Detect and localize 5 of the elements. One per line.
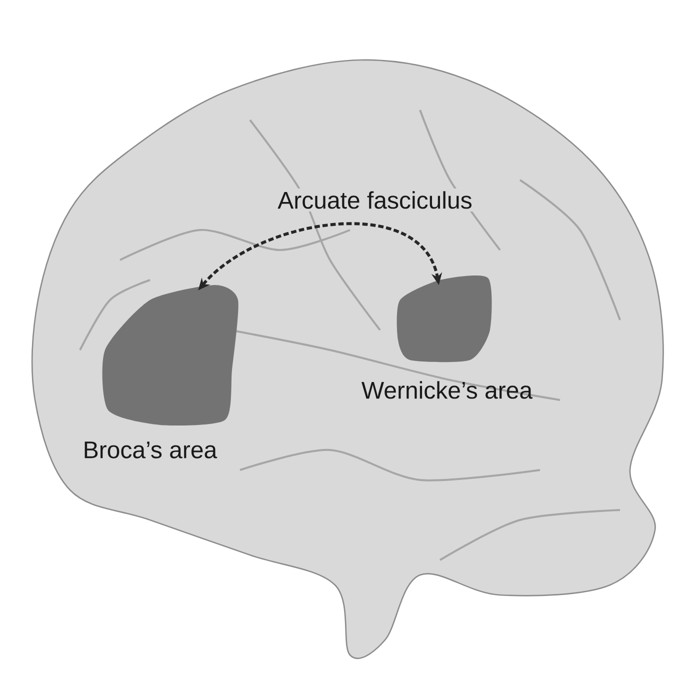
brain-region bbox=[396, 276, 492, 362]
region-label: Broca’s area bbox=[84, 442, 218, 458]
brain-region bbox=[102, 285, 238, 426]
edge-label: Arcuate fasciculus bbox=[274, 188, 476, 212]
region-label: Wernicke’s area bbox=[362, 381, 533, 399]
